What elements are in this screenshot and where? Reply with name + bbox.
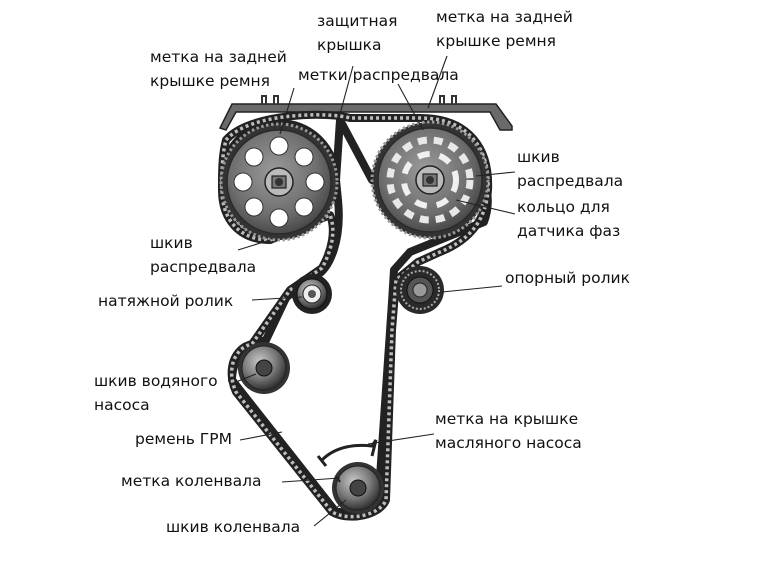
- water-pump-pulley: [238, 342, 290, 394]
- protective-cover: [218, 95, 513, 131]
- left-camshaft-pulley: [219, 122, 339, 242]
- label-rear-mark-left-line2: крышке ремня: [150, 72, 270, 90]
- label-rear-mark-right-line2: крышке ремня: [436, 32, 556, 50]
- label-water-pump-line1: шкив водяного: [94, 372, 218, 390]
- label-crank-pulley: шкив коленвала: [166, 518, 300, 536]
- label-tensioner: натяжной ролик: [98, 292, 233, 310]
- crankshaft-pulley: [332, 462, 384, 514]
- tensioner-roller: [292, 274, 332, 314]
- label-oil-pump-mark-line1: метка на крышке: [435, 410, 578, 428]
- right-camshaft-pulley: [370, 120, 490, 240]
- label-phase-ring-line1: кольцо для: [517, 198, 610, 216]
- support-roller: [396, 266, 444, 314]
- crankshaft-mark: [335, 475, 341, 483]
- label-phase-ring-line2: датчика фаз: [517, 222, 620, 240]
- label-rear-mark-right-line1: метка на задней: [436, 8, 573, 26]
- label-cover-line2: крышка: [317, 36, 381, 54]
- label-cover-line1: защитная: [317, 12, 397, 30]
- label-belt: ремень ГРМ: [135, 430, 232, 448]
- label-rear-mark-left-line1: метка на задней: [150, 48, 287, 66]
- label-cam-pulley-left-line2: распредвала: [150, 258, 256, 276]
- label-oil-pump-mark-line2: масляного насоса: [435, 434, 582, 452]
- label-water-pump-line2: насоса: [94, 396, 150, 414]
- labels: защитная крышка метка на задней крышке р…: [94, 8, 630, 536]
- label-cam-pulley-right-line1: шкив: [517, 148, 560, 166]
- label-cam-marks: метки распредвала: [298, 66, 459, 84]
- label-cam-pulley-right-line2: распредвала: [517, 172, 623, 190]
- label-cam-pulley-left-line1: шкив: [150, 234, 193, 252]
- label-support-roller: опорный ролик: [505, 269, 630, 287]
- label-crank-mark: метка коленвала: [121, 472, 262, 490]
- oil-pump-cover-mark: [316, 439, 378, 467]
- leader-lines: [235, 55, 516, 527]
